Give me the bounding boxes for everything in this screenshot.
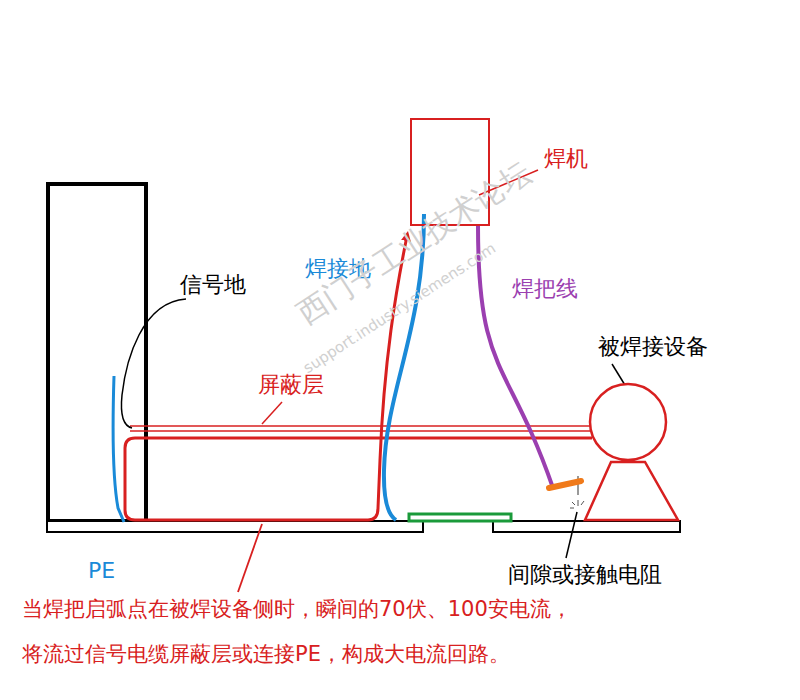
motor-circle <box>590 384 666 460</box>
note-text: 当焊把启弧点在被焊设备侧时，瞬间的70伏、100安电流， <box>22 597 572 622</box>
leader-line <box>238 524 262 592</box>
motor-base <box>585 462 678 520</box>
leader-line <box>566 512 577 558</box>
signal-cable <box>130 430 592 432</box>
welding-torch <box>549 481 581 488</box>
floor-plate <box>493 521 680 532</box>
leader-line <box>121 299 186 428</box>
welding-cable <box>478 226 581 488</box>
note-text: 将流过信号电缆屏蔽层或连接PE，构成大电流回路。 <box>22 642 510 667</box>
callout-label: 间隙或接触电阻 <box>508 562 662 588</box>
welded-equipment: 被焊接设备 <box>583 380 680 521</box>
signal-cable <box>130 425 592 427</box>
welding-cable <box>478 226 553 488</box>
floor-plate <box>47 521 423 532</box>
node-label: 焊机 <box>544 146 588 172</box>
leader-line <box>262 402 282 424</box>
equipment-outline <box>583 380 680 521</box>
wire-label: 屏蔽层 <box>258 372 324 398</box>
wire-label: PE <box>88 558 115 584</box>
ground-plate <box>409 514 511 521</box>
node-label: 被焊接设备 <box>598 334 708 360</box>
wire-label: 焊把线 <box>510 276 580 302</box>
wire-label: 信号地 <box>180 272 246 298</box>
arc-spark <box>570 500 584 508</box>
